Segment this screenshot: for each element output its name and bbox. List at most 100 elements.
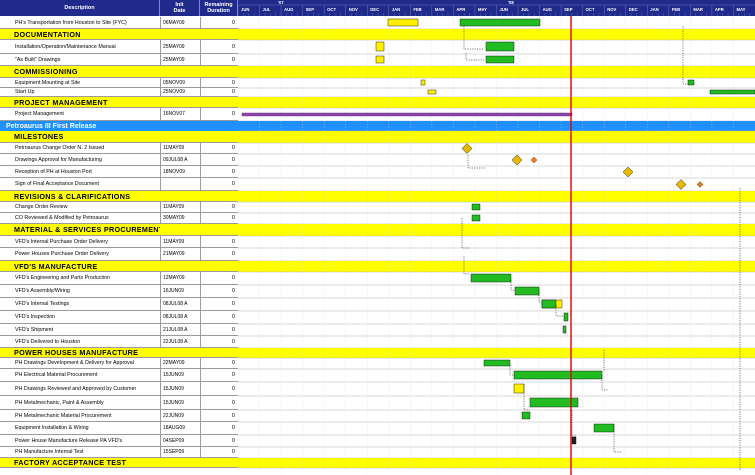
month-label: MAR — [435, 7, 445, 12]
month-label: JAN — [392, 7, 400, 12]
activity-description: Reception of PH at Houston Port — [15, 168, 92, 175]
project-management-bar — [241, 112, 573, 117]
table-row[interactable]: PH's Transportation from Houston to Site… — [0, 17, 238, 29]
activity-description: PH Manufacture Internal Test — [15, 449, 84, 455]
activity-description: Power House Manufacture Release PA VFD's — [15, 437, 123, 444]
init-date-cell: 15SEP09 — [160, 447, 200, 457]
table-row[interactable]: Installation/Operation/Maintenance Manua… — [0, 40, 238, 54]
group-header-row[interactable]: PROJECT MANAGEMENT — [0, 97, 238, 108]
remaining-duration-cell: 0 — [200, 88, 238, 96]
activity-bar — [709, 89, 755, 95]
init-date-cell: 22MAY09 — [160, 358, 200, 368]
group-header-row[interactable]: REVISIONS & CLARIFICATIONS — [0, 191, 238, 202]
init-date-cell: 11MAY09 — [160, 236, 200, 247]
month-label: JUL — [263, 7, 271, 12]
month-label: JUN — [241, 7, 249, 12]
group-band — [238, 261, 755, 272]
activity-description: VFD's Internal Purchase Order Delivery — [15, 238, 108, 245]
init-date-cell: 08JUL08 A — [160, 311, 200, 323]
dependency-link — [463, 26, 484, 50]
activity-description: VFD's Engineering and Parts Production — [15, 275, 110, 281]
dependency-link — [461, 218, 470, 249]
activity-description: DOCUMENTATION — [14, 29, 81, 39]
activity-description: "As Built" Drawings — [15, 56, 61, 63]
init-date-cell: 21MAY09 — [160, 248, 200, 260]
column-header-description[interactable]: Description — [0, 0, 160, 16]
table-row[interactable]: PH Drawings Reviewed and Approved by Cus… — [0, 382, 238, 396]
remaining-duration-cell: 0 — [200, 78, 238, 87]
activity-description: MATERIAL & SERVICES PROCUREMENT — [14, 225, 160, 234]
activity-bar — [485, 41, 515, 52]
activity-description: Equipment Installation & Wiring — [15, 425, 89, 431]
activity-bar — [514, 286, 540, 296]
activity-description: Petroaurus Change Order N. 2 Issued — [15, 145, 105, 151]
remaining-duration-cell: 0 — [200, 143, 238, 153]
milestone-diamond — [675, 179, 687, 190]
group-header-row[interactable]: MILESTONES — [0, 131, 238, 143]
activity-description: PH's Transportation from Houston to Site… — [15, 19, 127, 26]
init-date-cell: 15JUN09 — [160, 382, 200, 395]
init-date-cell: 15JUN09 — [160, 369, 200, 381]
section-header-row[interactable]: Petroaurus III First Release — [0, 121, 238, 131]
activity-bar — [471, 203, 481, 211]
remaining-duration-cell: 0 — [200, 213, 238, 223]
month-label: FEB — [413, 7, 421, 12]
remaining-duration-cell: 0 — [200, 285, 238, 297]
milestone-diamond — [530, 156, 538, 164]
group-header-row[interactable]: POWER HOUSES MANUFACTURE — [0, 348, 238, 358]
activity-bar — [483, 359, 511, 367]
table-row[interactable]: PH Drawings Development & Delivery for A… — [0, 358, 238, 369]
dependency-link — [538, 290, 542, 303]
table-row[interactable]: Power House Manufacture Release PA VFD's… — [0, 435, 238, 447]
init-date-cell: 16JUN09 — [160, 285, 200, 297]
section-band — [238, 121, 755, 131]
group-header-row[interactable]: FACTORY ACCEPTANCE TEST — [0, 458, 238, 468]
remaining-duration-cell: 0 — [200, 40, 238, 53]
group-header-row[interactable]: MATERIAL & SERVICES PROCUREMENT — [0, 224, 238, 236]
remaining-duration-cell: 0 — [200, 410, 238, 421]
dependency-link — [601, 375, 608, 391]
remaining-duration-cell: 0 — [200, 358, 238, 368]
group-header-row[interactable]: VFD'S MANUFACTURE — [0, 261, 238, 272]
group-header-row[interactable]: COMMISSIONING — [0, 66, 238, 78]
month-label: JUL — [521, 7, 529, 12]
activity-bar — [470, 273, 512, 283]
month-label: NOV — [607, 7, 616, 12]
table-row[interactable]: VFD's Internal Purchase Order Delivery 11… — [0, 236, 238, 248]
dependency-link — [523, 384, 530, 411]
table-row[interactable]: VFD's Engineering and Parts Production 12… — [0, 272, 238, 285]
init-date-cell: 25MAY09 — [160, 54, 200, 65]
column-header-remaining-duration[interactable]: Remaining Duration — [200, 0, 238, 16]
activity-description: PH Metalmechanic, Paint & Assembly — [15, 399, 104, 406]
month-label: DEC — [629, 7, 638, 12]
dependency-link — [509, 365, 514, 376]
init-date-cell: 12MAY09 — [160, 272, 200, 284]
column-header-init-date[interactable]: Init Date — [160, 0, 200, 16]
activity-description: COMMISSIONING — [14, 67, 78, 76]
activity-description: REVISIONS & CLARIFICATIONS — [14, 191, 131, 201]
group-header-row[interactable]: DOCUMENTATION — [0, 29, 238, 40]
remaining-duration-cell: 0 — [200, 202, 238, 212]
